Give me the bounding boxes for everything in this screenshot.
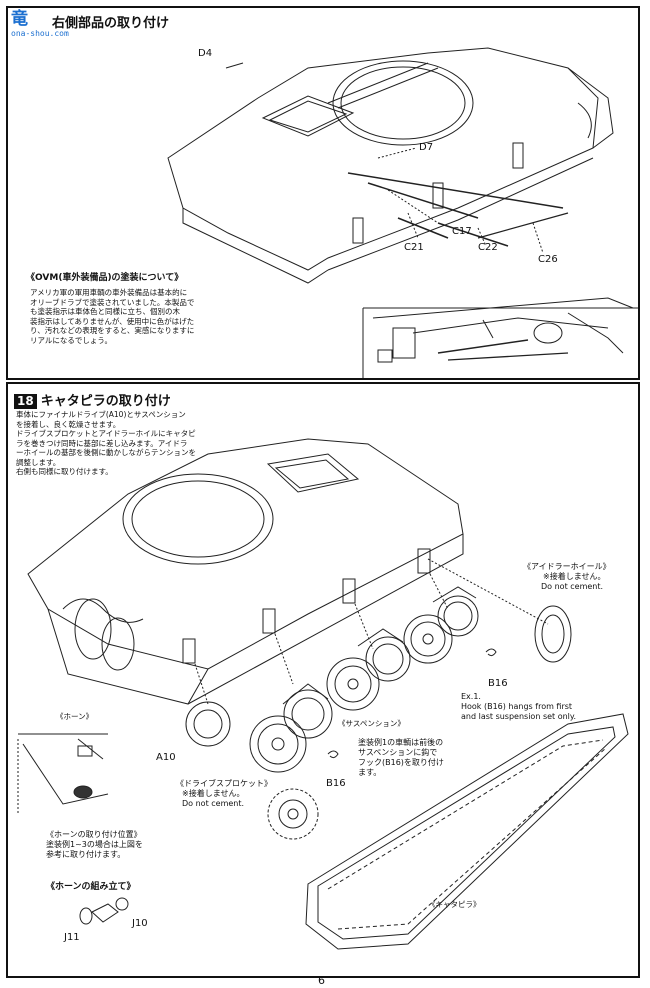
part-label-b16: B16 bbox=[488, 678, 508, 689]
step-right-parts-panel: 竜 ona-shou.com 右側部品の取り付け bbox=[6, 6, 640, 380]
intro-line: ドライブスプロケットとアイドラーホイルにキャタピ bbox=[16, 429, 196, 438]
intro-line: を接着し、良く乾燥させます。 bbox=[16, 419, 121, 429]
horn-position-heading: 《ホーンの取り付け位置》 bbox=[46, 830, 142, 839]
sprocket-label: 《ドライブスプロケット》 ※接着しません。 Do not cement. bbox=[176, 779, 272, 809]
paint-note-line: 塗装例1の車輌は前後の bbox=[358, 738, 444, 747]
horn-position-note: 《ホーンの取り付け位置》 塗装例1~3の場合は上図を 参考に取り付けます。 bbox=[46, 830, 143, 860]
watermark-url: ona-shou.com bbox=[11, 29, 69, 38]
part-label-c21: C21 bbox=[404, 242, 424, 253]
ex1-line: Hook (B16) hangs from first bbox=[461, 702, 573, 711]
idler-wheel-label: 《アイドラーホイール》 ※接着しません。 Do not cement. bbox=[523, 562, 611, 592]
page-number: 6 bbox=[318, 974, 325, 987]
part-label-j11: J11 bbox=[64, 932, 80, 943]
idler-title: 《アイドラーホイール》 bbox=[523, 562, 611, 571]
ovm-line: アメリカ軍の軍用車輌の車外装備品は基本的に bbox=[30, 288, 188, 297]
paint-note-line: サスペンションに鈎で bbox=[358, 748, 438, 757]
part-label-d7: D7 bbox=[419, 142, 434, 153]
idler-note-jp: ※接着しません。 bbox=[543, 572, 606, 581]
ex1-title: Ex.1. bbox=[461, 692, 481, 701]
horn-label: 《ホーン》 bbox=[56, 712, 94, 721]
intro-line: ーホイールの基部を後側に動かしながらテンションを bbox=[16, 448, 196, 457]
sprocket-note-en: Do not cement. bbox=[182, 799, 245, 808]
step18-intro: 車体にファイナルドライブ(A10)とサスペンション を接着し、良く乾燥させます。… bbox=[16, 410, 196, 477]
part-label-c26: C26 bbox=[538, 254, 558, 265]
track-loop bbox=[305, 713, 629, 950]
horn-position-line: 塗装例1~3の場合は上図を bbox=[46, 840, 143, 849]
sprocket-title: 《ドライブスプロケット》 bbox=[176, 779, 272, 788]
part-label-c22: C22 bbox=[478, 242, 498, 253]
ex1-note: Ex.1. Hook (B16) hangs from first and la… bbox=[461, 692, 576, 722]
part-label-c17: C17 bbox=[452, 226, 472, 237]
ovm-heading: 《OVM(車外装備品)の塗装について》 bbox=[26, 273, 184, 283]
watermark-logo: 竜 bbox=[11, 9, 28, 29]
ovm-line: も塗装指示は車体色と同様に立ち、個別の木 bbox=[30, 307, 180, 316]
ovm-paragraph: アメリカ軍の軍用車輌の車外装備品は基本的に オリーブドラブで塗装されていました。… bbox=[30, 288, 194, 345]
part-label-d4: D4 bbox=[198, 48, 213, 59]
part-label-j10: J10 bbox=[132, 918, 148, 929]
paint-note-line: フック(B16)を取り付け bbox=[358, 758, 444, 767]
ovm-line: り、汚れなどの表現をすると、実感になりますに bbox=[30, 326, 195, 335]
sprocket-note-jp: ※接着しません。 bbox=[182, 789, 245, 798]
ovm-line: オリーブドラブで塗装されていました。本製品で bbox=[30, 297, 195, 307]
step-number: 18 bbox=[14, 394, 37, 409]
hull-right-side-illustration bbox=[167, 47, 638, 378]
suspension-label: 《サスペンション》 bbox=[338, 719, 405, 728]
idler-note-en: Do not cement. bbox=[541, 582, 604, 591]
intro-line: 車体にファイナルドライブ(A10)とサスペンション bbox=[16, 410, 186, 419]
ovm-line: 装指示はしてありませんが、使用中に色がはげた bbox=[30, 316, 195, 326]
ex1-line: and last suspension set only. bbox=[461, 712, 577, 721]
part-label-b16-lower: B16 bbox=[326, 778, 346, 789]
ovm-line: リアルになるでしょう。 bbox=[30, 335, 112, 345]
horn-assembly-heading: 《ホーンの組み立て》 bbox=[46, 882, 136, 892]
track-label: 《キャタピラ》 bbox=[428, 900, 481, 909]
intro-line: 右側も同様に取り付けます。 bbox=[16, 467, 113, 476]
intro-line: 調整します。 bbox=[16, 457, 61, 467]
part-label-a10: A10 bbox=[156, 752, 176, 763]
horn-position-line: 参考に取り付けます。 bbox=[46, 850, 126, 859]
section1-title: 右側部品の取り付け bbox=[52, 16, 170, 31]
intro-line: ラを巻きつけ同時に基部に差し込みます。アイドラ bbox=[16, 438, 188, 448]
paint-note: 塗装例1の車輌は前後の サスペンションに鈎で フック(B16)を取り付け ます。 bbox=[358, 738, 444, 778]
section2-title-text: キャタピラの取り付け bbox=[40, 394, 171, 409]
track-assembly-illustration bbox=[17, 438, 629, 950]
paint-note-line: ます。 bbox=[358, 768, 382, 777]
